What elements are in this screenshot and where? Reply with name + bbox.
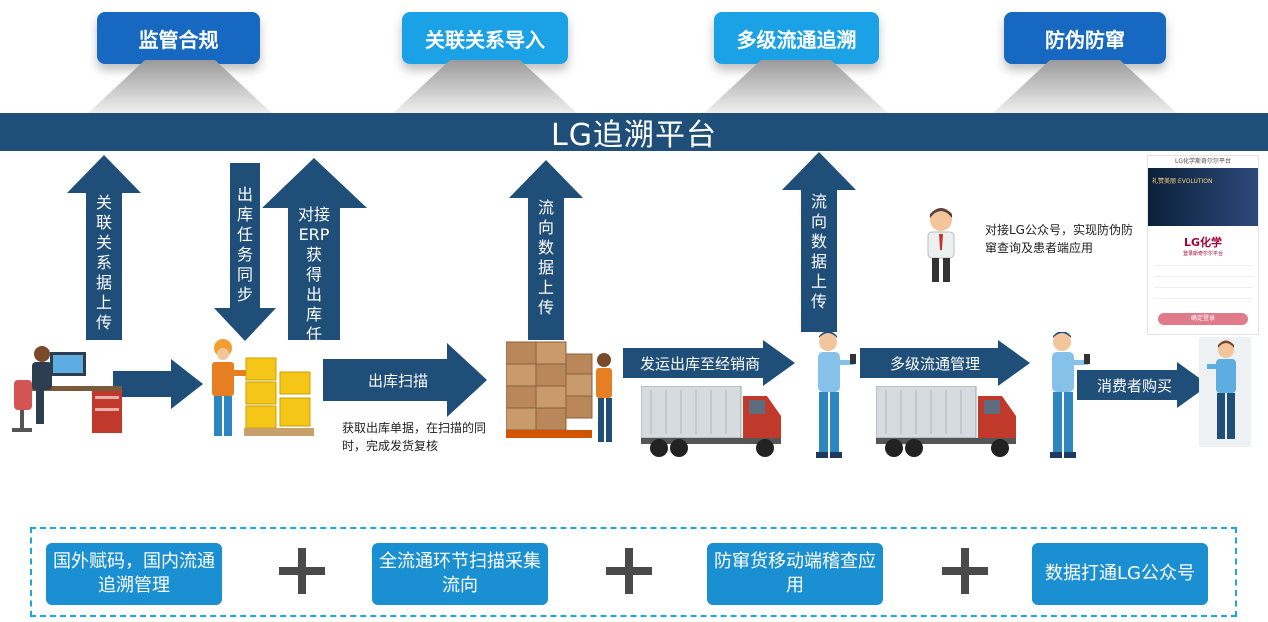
arrow-label-outbound-scan: 出库扫描: [368, 372, 429, 390]
phone-brand: LG化学: [1183, 236, 1223, 249]
truck-illustration-1: [641, 386, 781, 457]
feature-card-wechat: 数据打通LG公众号: [1032, 543, 1208, 605]
wechat-note: 对接LG公众号，实现防伪防窜查询及患者端应用: [985, 223, 1133, 255]
top-button-multi-trace[interactable]: 多级流通追溯: [714, 12, 879, 64]
warehouse-worker-illustration: [212, 339, 314, 436]
feature-card-scan: 全流通环节扫描采集流向: [372, 543, 548, 605]
dealer-person-1: [816, 332, 856, 458]
feature-label: 国外赋码，国内流通追溯管理: [53, 551, 215, 596]
feature-card-mobile: 防窜货移动端稽查应用: [707, 543, 883, 605]
arrow-label-erp: 对接 ERP 获得出库任务单: [290, 205, 338, 385]
feature-label: 数据打通LG公众号: [1045, 563, 1195, 584]
arrow-label-task-sync: 出库任务同步: [236, 185, 253, 304]
arrow-label-multi-level: 多级流通管理: [890, 355, 981, 373]
phone-login-button[interactable]: 确定登录: [1158, 313, 1248, 325]
plus-icon: [606, 548, 652, 594]
feature-label: 全流通环节扫描采集流向: [379, 551, 541, 596]
phone-banner: 礼赞美丽 EVOLUTION: [1148, 168, 1258, 226]
feature-label: 防窜货移动端稽查应用: [714, 551, 876, 596]
top-button-relation-import[interactable]: 关联关系导入: [402, 12, 568, 64]
carton-stack-illustration: [506, 341, 612, 442]
plus-icon: [279, 548, 325, 594]
top-button-compliance[interactable]: 监管合规: [97, 12, 260, 64]
erp-line-1: 对接: [297, 205, 330, 224]
up-arrow-flow-2: [782, 152, 856, 332]
shadow-cone: [701, 60, 891, 116]
phone-header: LG化学斯奇尔尔平台: [1175, 158, 1231, 165]
shadow-cone: [990, 60, 1180, 116]
right-arrow-ship: [623, 340, 795, 386]
right-arrow-scan: [323, 343, 487, 417]
right-arrow-multi-level: [860, 340, 1030, 386]
business-person-icon: [927, 208, 955, 282]
arrow-label-consumer-buy: 消费者购买: [1097, 377, 1173, 395]
up-arrow-relation: [67, 155, 141, 340]
plus-icon: [942, 548, 988, 594]
shadow-cone: [390, 60, 580, 116]
feature-card-coding: 国外赋码，国内流通追溯管理: [46, 543, 222, 605]
arrow-label-flow-upload-1: 流向数据上传: [537, 198, 554, 317]
right-arrow-1: [113, 359, 203, 409]
office-worker-illustration: [12, 346, 122, 433]
phone-sub: 登录斯奇尔尔平台: [1182, 251, 1223, 257]
up-arrow-flow-1: [509, 160, 583, 340]
phone-screenshot: LG化学斯奇尔尔平台 礼赞美丽 EVOLUTION LG化学 登录斯奇尔尔平台 …: [1147, 155, 1259, 335]
arrow-label-ship-to-dealer: 发运出库至经销商: [640, 355, 761, 373]
arrow-label-flow-upload-2: 流向数据上传: [810, 192, 827, 311]
consumer-person: [1207, 340, 1236, 439]
erp-line-2: ERP: [298, 225, 330, 244]
up-arrow-erp: [262, 158, 367, 340]
truck-illustration-2: [876, 386, 1016, 457]
shadow-cone: [85, 60, 275, 116]
right-arrow-consumer: [1077, 362, 1209, 408]
dealer-person-2: [1050, 332, 1090, 458]
scan-note: 获取出库单据，在扫描的同时，完成发货复核: [342, 421, 487, 453]
features-container: [30, 527, 1237, 617]
platform-title: LG追溯平台: [0, 113, 1268, 153]
top-button-anti-fake[interactable]: 防伪防窜: [1004, 12, 1166, 64]
arrow-label-relation-upload: 关联关系据上传: [95, 193, 112, 332]
down-arrow-task-sync: [214, 163, 276, 341]
